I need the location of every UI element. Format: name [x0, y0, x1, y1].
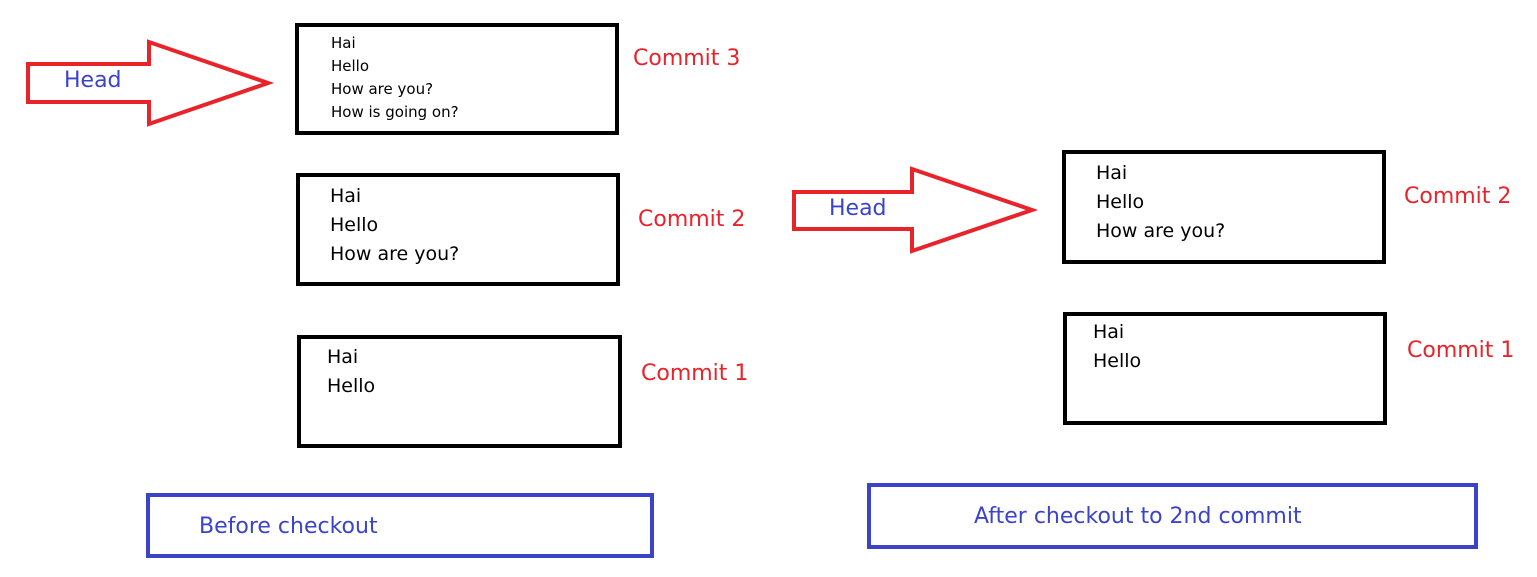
- commit-line: Hello: [331, 57, 370, 75]
- commit-line: Hello: [327, 375, 376, 397]
- commit-line: Hello: [1093, 350, 1142, 372]
- commit-box-3-before: Hai Hello How are you? How is going on?: [295, 23, 619, 135]
- commit-box-1-after: Hai Hello: [1063, 312, 1387, 425]
- head-arrow-before: [26, 39, 275, 127]
- commit-label-1-after: Commit 1: [1407, 338, 1515, 363]
- commit-box-2-before: Hai Hello How are you?: [296, 173, 620, 286]
- commit-line: Hello: [1096, 191, 1145, 213]
- commit-line: Hai: [1093, 321, 1125, 343]
- commit-line: How are you?: [330, 243, 460, 265]
- commit-line: Hai: [327, 346, 359, 368]
- commit-box-1-before: Hai Hello: [297, 335, 622, 448]
- commit-label-1-before: Commit 1: [641, 361, 749, 386]
- commit-line: Hello: [330, 214, 379, 236]
- commit-line: Hai: [1096, 162, 1128, 184]
- caption-before: Before checkout: [199, 514, 378, 539]
- head-label-before: Head: [64, 68, 122, 93]
- commit-label-2-after: Commit 2: [1404, 184, 1512, 209]
- commit-label-2-before: Commit 2: [638, 207, 746, 232]
- commit-line: How are you?: [1096, 220, 1226, 242]
- head-arrow-after: [792, 166, 1039, 254]
- caption-box-after: [867, 483, 1478, 549]
- commit-label-3-before: Commit 3: [633, 46, 741, 71]
- caption-box-before: [146, 493, 654, 558]
- head-label-after: Head: [829, 196, 887, 221]
- commit-line: How are you?: [331, 80, 434, 98]
- commit-box-2-after: Hai Hello How are you?: [1062, 150, 1386, 264]
- commit-line: How is going on?: [331, 103, 459, 121]
- commit-line: Hai: [330, 185, 362, 207]
- commit-line: Hai: [331, 34, 356, 52]
- caption-after: After checkout to 2nd commit: [974, 504, 1302, 529]
